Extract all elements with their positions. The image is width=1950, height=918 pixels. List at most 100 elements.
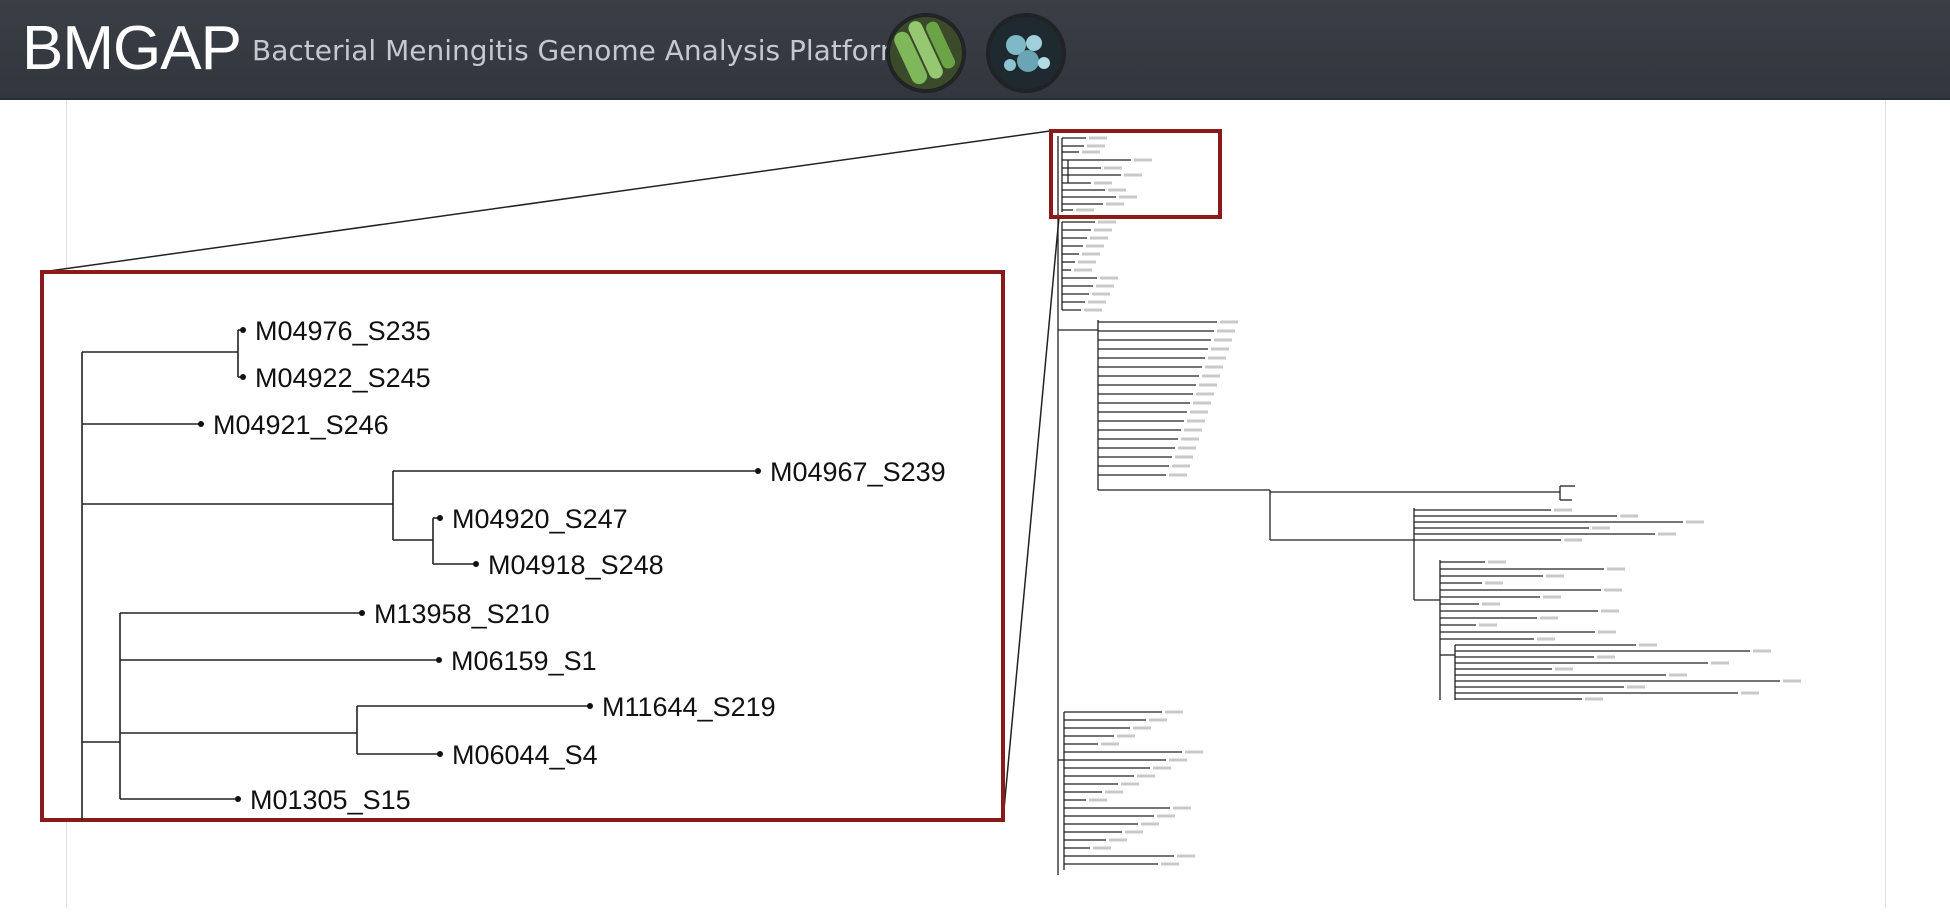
tip-label-mark: [1089, 136, 1107, 140]
tip-label-mark: [1639, 643, 1657, 647]
tip-label[interactable]: M04920_S247: [452, 504, 628, 534]
tip-label-mark: [1177, 854, 1195, 858]
tip-label-mark: [1109, 838, 1127, 842]
tip-label-mark: [1488, 560, 1506, 564]
tip-label-mark: [1106, 202, 1124, 206]
tip-label-mark: [1190, 410, 1208, 414]
tip-label-mark: [1620, 514, 1638, 518]
tip-node[interactable]: [436, 657, 442, 663]
tip-label-mark: [1169, 473, 1187, 477]
tip-label-mark: [1597, 655, 1615, 659]
tip-node[interactable]: [359, 610, 365, 616]
tip-label-mark: [1100, 276, 1118, 280]
tip-label-mark: [1537, 637, 1555, 641]
tip-label-mark: [1540, 616, 1558, 620]
tip-label-mark: [1141, 822, 1159, 826]
tip-label-mark: [1076, 208, 1094, 212]
tip-node[interactable]: [437, 515, 443, 521]
tip-label-mark: [1153, 766, 1171, 770]
tip-label[interactable]: M11644_S219: [602, 692, 776, 722]
tip-label[interactable]: M04976_S235: [255, 316, 431, 346]
tip-label-mark: [1601, 609, 1619, 613]
tip-label-mark: [1098, 220, 1116, 224]
tip-label-mark: [1169, 758, 1187, 762]
tip-label-mark: [1546, 574, 1564, 578]
tip-label-mark: [1214, 338, 1232, 342]
tip-node[interactable]: [198, 421, 204, 427]
tip-label[interactable]: M06044_S4: [452, 740, 598, 770]
tip-label-mark: [1181, 437, 1199, 441]
tip-label-mark: [1086, 244, 1104, 248]
tip-label-mark: [1741, 691, 1759, 695]
tip-label-mark: [1157, 814, 1175, 818]
tip-label-mark: [1117, 734, 1135, 738]
tip-label-mark: [1627, 685, 1645, 689]
tip-label-mark: [1564, 538, 1582, 542]
tip-label-mark: [1184, 428, 1202, 432]
tip-label-mark: [1555, 667, 1573, 671]
tip-label-mark: [1554, 508, 1572, 512]
tip-label[interactable]: M04967_S239: [770, 457, 946, 487]
zoom-highlight-box[interactable]: [1049, 129, 1222, 219]
tip-label-mark: [1173, 806, 1191, 810]
tip-label-mark: [1121, 782, 1139, 786]
tip-label-mark: [1669, 673, 1687, 677]
tip-label-mark: [1119, 195, 1137, 199]
tip-label-mark: [1598, 630, 1616, 634]
tip-label-mark: [1220, 320, 1238, 324]
tip-label-mark: [1604, 588, 1622, 592]
tip-node[interactable]: [240, 374, 246, 380]
tip-label-mark: [1193, 401, 1211, 405]
tip-label[interactable]: M01305_S15: [250, 785, 411, 815]
bacteria-cocci-icon: [986, 13, 1066, 93]
tip-label[interactable]: M04922_S245: [255, 363, 431, 393]
zoom-inset-panel: [40, 270, 1005, 822]
tip-label-mark: [1208, 356, 1226, 360]
tip-label-mark: [1082, 252, 1100, 256]
tip-label-mark: [1078, 260, 1096, 264]
tip-label-mark: [1485, 581, 1503, 585]
tip-label-mark: [1482, 602, 1500, 606]
tip-label-mark: [1105, 790, 1123, 794]
app-header: BMGAP Bacterial Meningitis Genome Analys…: [0, 0, 1950, 100]
tip-label-mark: [1217, 329, 1235, 333]
tip-label-mark: [1202, 374, 1220, 378]
full-phylogenetic-tree: [1057, 136, 1801, 875]
tip-label-mark: [1084, 308, 1102, 312]
tip-label-mark: [1134, 158, 1152, 162]
tip-label-mark: [1137, 774, 1155, 778]
tip-node[interactable]: [473, 561, 479, 567]
tip-label-mark: [1088, 300, 1106, 304]
tip-label[interactable]: M04921_S246: [213, 410, 389, 440]
tip-label[interactable]: M13958_S210: [374, 599, 550, 629]
tip-label-mark: [1090, 236, 1108, 240]
tip-node[interactable]: [437, 751, 443, 757]
tip-label-mark: [1196, 392, 1214, 396]
tip-label-mark: [1074, 268, 1092, 272]
tip-label-mark: [1783, 679, 1801, 683]
tip-label-mark: [1658, 532, 1676, 536]
tip-node[interactable]: [755, 468, 761, 474]
tip-label-mark: [1094, 228, 1112, 232]
tip-label-mark: [1607, 567, 1625, 571]
tip-label[interactable]: M04918_S248: [488, 550, 664, 580]
tip-label-mark: [1711, 661, 1729, 665]
tip-node[interactable]: [587, 703, 593, 709]
tip-node[interactable]: [235, 796, 241, 802]
tip-label-mark: [1082, 150, 1100, 154]
tip-label-mark: [1101, 742, 1119, 746]
tip-label-mark: [1543, 595, 1561, 599]
tip-label-mark: [1092, 292, 1110, 296]
tip-label-mark: [1087, 144, 1105, 148]
tip-label-mark: [1124, 173, 1142, 177]
tip-node[interactable]: [240, 327, 246, 333]
tip-label-mark: [1211, 347, 1229, 351]
tip-label-mark: [1479, 623, 1497, 627]
zoom-connector: [41, 130, 1060, 821]
tip-label-mark: [1592, 526, 1610, 530]
tip-label-mark: [1093, 846, 1111, 850]
app-logo-text[interactable]: BMGAP: [22, 14, 242, 83]
tip-label[interactable]: M06159_S1: [451, 646, 597, 676]
tip-label-mark: [1133, 726, 1151, 730]
